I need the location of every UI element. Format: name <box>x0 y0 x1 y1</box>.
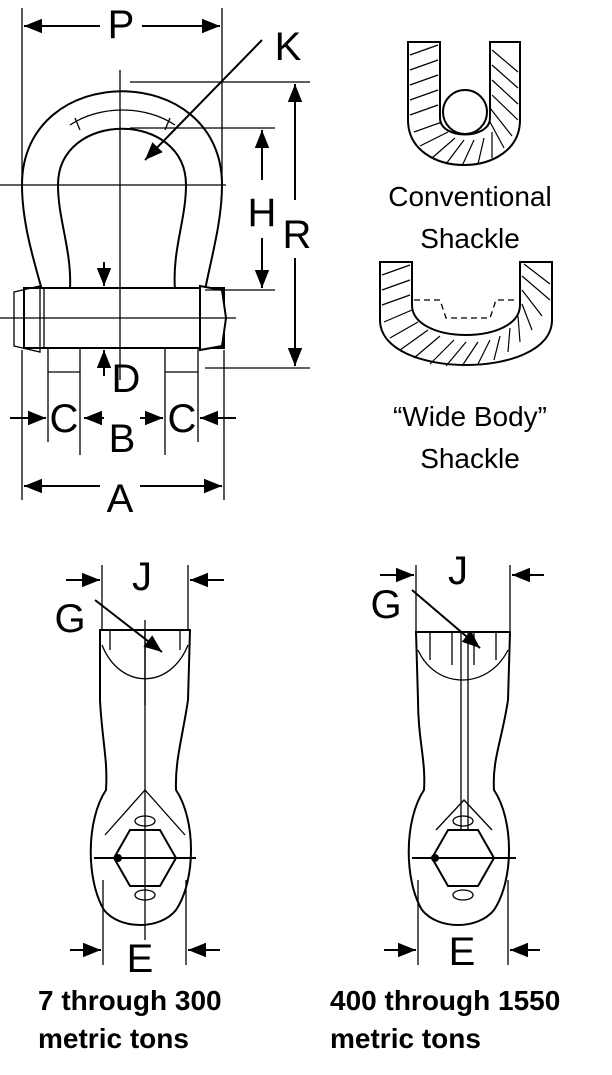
label-g-left: G <box>54 597 85 641</box>
side-view-large-dimensions <box>380 565 544 965</box>
label-c-left: C <box>50 397 79 441</box>
large-range-line1: 400 through 1550 <box>330 985 560 1016</box>
side-view-large <box>407 631 516 926</box>
side-view-small-dimensions <box>66 565 224 965</box>
wide-body-line1: “Wide Body” <box>393 401 547 432</box>
large-range-line2: metric tons <box>330 1023 481 1054</box>
label-b: B <box>109 417 136 461</box>
small-range-line1: 7 through 300 <box>38 985 222 1016</box>
wide-body-line2: Shackle <box>420 443 520 474</box>
label-e-right: E <box>449 930 476 974</box>
small-range-line2: metric tons <box>38 1023 189 1054</box>
label-r: R <box>283 213 312 257</box>
label-j-right: J <box>448 549 468 593</box>
front-view-shackle <box>0 70 236 380</box>
label-g-right: G <box>370 583 401 627</box>
conventional-line2: Shackle <box>420 223 520 254</box>
front-dimensions <box>10 8 310 500</box>
wide-body-shackle-illustration <box>379 261 553 367</box>
label-k: K <box>275 25 302 69</box>
label-d: D <box>112 357 141 401</box>
label-c-right: C <box>168 397 197 441</box>
label-h: H <box>248 191 277 235</box>
label-a: A <box>107 477 134 521</box>
conventional-line1: Conventional <box>388 181 551 212</box>
side-view-small <box>89 620 196 940</box>
conventional-shackle-illustration <box>407 41 521 167</box>
shackle-bow <box>20 90 224 291</box>
label-j-left: J <box>132 555 152 599</box>
label-p: P <box>108 3 135 47</box>
label-e-left: E <box>127 937 154 981</box>
